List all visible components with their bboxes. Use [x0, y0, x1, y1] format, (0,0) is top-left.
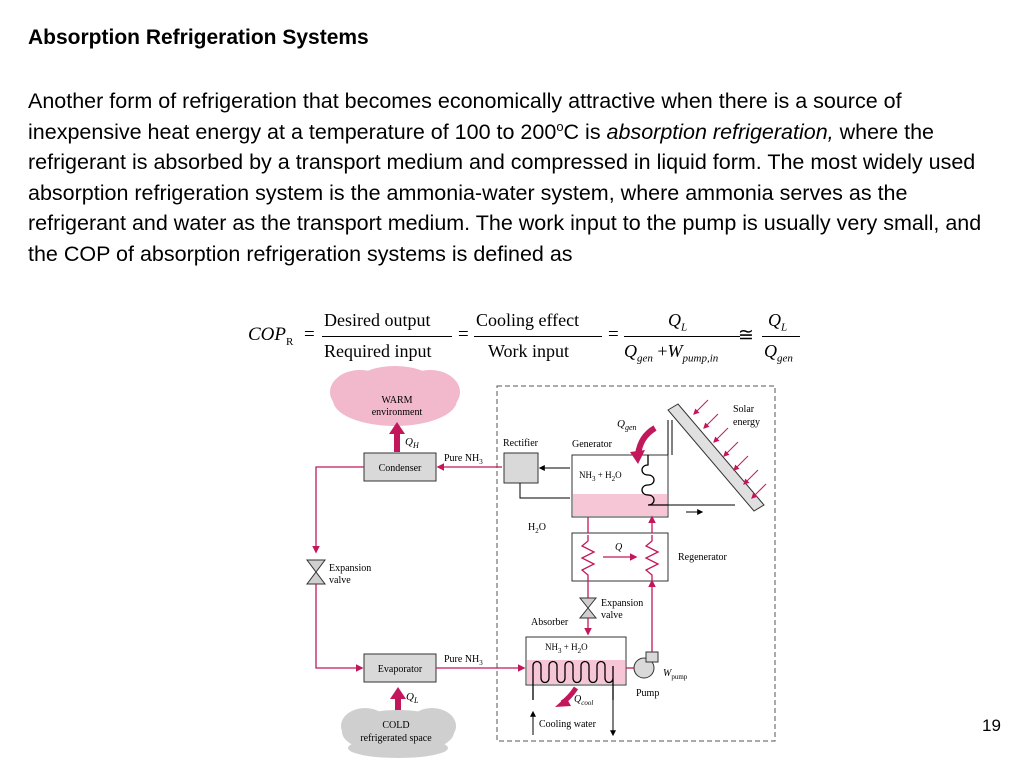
regenerator-label: Regenerator	[678, 552, 728, 563]
absorber-label: Absorber	[531, 617, 569, 628]
degree-superscript: o	[556, 118, 564, 134]
eq-equals-1: =	[304, 324, 315, 345]
absorber-mix-label: NH3 + H2O	[545, 642, 588, 655]
condenser-label: Condenser	[379, 463, 422, 474]
pure-nh3-bottom-label: Pure NH3	[444, 654, 483, 667]
pump-label: Pump	[636, 688, 659, 699]
eq-approx: ≅	[738, 325, 754, 346]
regen-right-zigzag	[644, 535, 660, 581]
rectifier-return-line	[519, 483, 570, 499]
body-paragraph: Another form of refrigeration that becom…	[28, 86, 1003, 269]
generator-label: Generator	[572, 439, 613, 450]
regen-left-zigzag	[580, 535, 596, 581]
eq-fraction-bar-1	[322, 336, 452, 337]
generator-coil	[641, 455, 668, 506]
right-expansion-valve	[578, 597, 598, 619]
right-valve-label-2: valve	[601, 610, 623, 621]
para-italic-term: absorption refrigeration,	[606, 119, 834, 144]
wpump-label: Wpump	[663, 668, 688, 681]
qgen-arrow	[635, 425, 657, 455]
qcool-label: Qcool	[574, 694, 593, 707]
cold-label-2: refrigerated space	[360, 733, 432, 744]
cold-space-cloud: COLD refrigerated space	[341, 708, 456, 758]
h2o-label: H2O	[528, 522, 546, 535]
para-text-3: where the refrigerant is absorbed by a t…	[28, 119, 982, 266]
left-flow-down	[312, 466, 364, 554]
rectifier-label: Rectifier	[503, 438, 539, 449]
ql-label: QL	[406, 691, 419, 705]
solar-collector	[667, 403, 765, 512]
eq-den-qgen: Qgen	[764, 341, 793, 365]
rectifier-box	[503, 452, 539, 484]
regen-q-label: Q	[615, 542, 623, 553]
cop-equation: COPR = Desired output Required input = C…	[248, 308, 808, 370]
eq-fraction-bar-2	[474, 336, 602, 337]
left-flow-to-evaporator	[315, 584, 364, 672]
eq-equals-3: =	[608, 324, 619, 345]
warm-environment-cloud: WARM environment	[330, 366, 460, 426]
para-text-1: Another form of refrigeration that becom…	[28, 89, 902, 144]
eq-num-ql-2: QL	[768, 310, 788, 334]
warm-label-1: WARM	[381, 395, 412, 406]
right-valve-label-1: Expansion	[601, 598, 643, 609]
eq-equals-2: =	[458, 324, 469, 345]
evaporator-box	[363, 653, 437, 683]
left-valve-label-2: valve	[329, 575, 351, 586]
cooling-water-label: Cooling water	[539, 719, 597, 730]
eq-den-work: Work input	[488, 341, 570, 361]
warm-label-2: environment	[372, 407, 423, 418]
solar-label-2: energy	[733, 417, 760, 428]
slide-title: Absorption Refrigeration Systems	[28, 26, 369, 49]
pure-nh3-top-label: Pure NH3	[444, 453, 483, 466]
cold-label-1: COLD	[382, 720, 409, 731]
absorber-solution	[527, 660, 625, 684]
generator-mix-label: NH3 + H2O	[579, 470, 622, 483]
eq-den-qgen-wpump: Qgen +Wpump,in	[624, 341, 719, 365]
solar-label-1: Solar	[733, 404, 755, 415]
solar-rays	[693, 399, 767, 499]
system-boundary-dashed	[496, 385, 776, 742]
left-expansion-valve	[306, 559, 326, 585]
qgen-label: Qgen	[617, 418, 637, 432]
pump-outlet	[645, 651, 659, 663]
condenser-box	[363, 452, 437, 482]
eq-den-required: Required input	[324, 341, 432, 361]
evaporator-label: Evaporator	[378, 664, 423, 675]
pump-circle	[633, 657, 655, 679]
page-number: 19	[982, 716, 1001, 735]
left-valve-label-1: Expansion	[329, 563, 371, 574]
eq-fraction-bar-3	[624, 336, 740, 337]
qh-label: QH	[405, 436, 420, 450]
eq-num-cooling: Cooling effect	[476, 310, 580, 330]
eq-lhs: COPR	[248, 324, 294, 348]
eq-fraction-bar-4	[762, 336, 800, 337]
eq-num-ql: QL	[668, 310, 688, 334]
generator-solution	[573, 494, 667, 516]
absorber-coil	[532, 660, 614, 700]
eq-num-desired: Desired output	[324, 310, 431, 330]
para-text-2: C is	[563, 119, 607, 144]
